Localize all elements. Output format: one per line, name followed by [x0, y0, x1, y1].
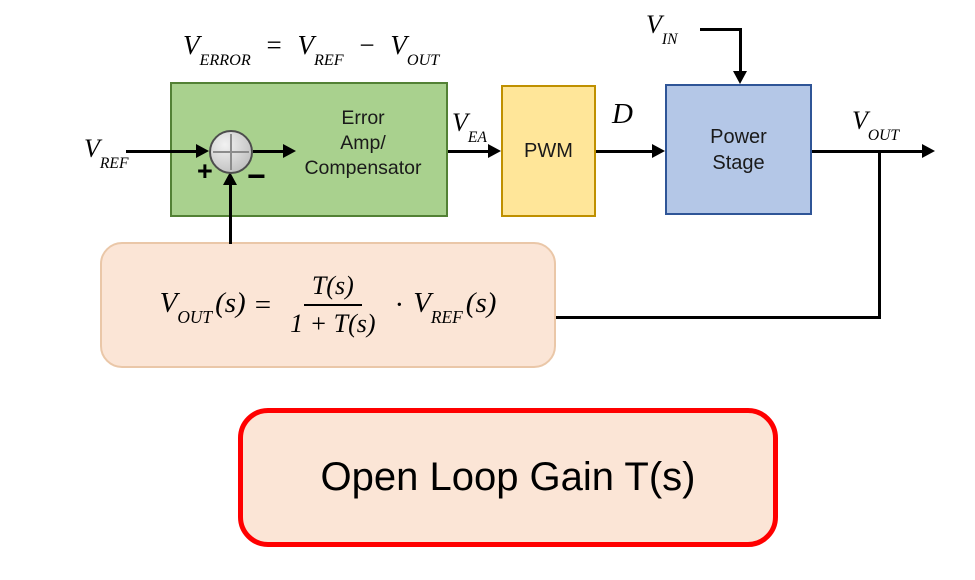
sum-output-arrowhead-icon — [283, 144, 296, 158]
var-base: V — [646, 10, 662, 39]
var-sub: OUT — [867, 126, 900, 144]
summing-junction-vertical-line — [230, 134, 232, 170]
feedback-line-horizontal — [556, 316, 880, 319]
vea-signal-label: VEA — [452, 108, 487, 146]
formula-term-verror: VERROR — [183, 30, 251, 69]
open-loop-gain-label: Open Loop Gain T(s) — [320, 455, 696, 499]
var-base: V — [852, 106, 868, 135]
power-stage-block: Power Stage — [665, 84, 812, 215]
vout-line — [812, 150, 924, 153]
duty-signal-label: D — [612, 98, 633, 131]
power-stage-label-line2: Stage — [712, 151, 765, 174]
duty-line — [596, 150, 654, 153]
var-sub: REF — [313, 50, 344, 69]
var-base: V — [159, 286, 178, 319]
var-arg: (s) — [465, 286, 497, 319]
var-base: V — [452, 108, 468, 137]
formula-term-vout: VOUT — [390, 30, 439, 69]
error-voltage-formula: VERROR = VREF − VOUT — [183, 30, 439, 69]
var-base: V — [183, 30, 200, 60]
plus-sign: + — [197, 156, 213, 186]
var-base: V — [84, 134, 100, 163]
equals-sign: = — [266, 30, 282, 60]
vref-arrowhead-icon — [196, 144, 209, 158]
pwm-label: PWM — [524, 140, 573, 162]
var-sub: REF — [430, 307, 463, 328]
vin-arrowhead-icon — [733, 71, 747, 84]
pwm-block: PWM — [501, 85, 596, 217]
var-arg: (s) — [215, 286, 246, 319]
feedback-line-right — [878, 152, 881, 319]
formula-fraction: T(s) 1 + T(s) — [290, 271, 375, 339]
vref-signal-label: VREF — [84, 134, 128, 172]
vin-signal-label: VIN — [646, 10, 677, 48]
vin-line-horizontal — [700, 28, 742, 31]
formula-lhs-vout: VOUT(s) — [159, 286, 246, 328]
error-amp-label-line1: Error — [341, 107, 385, 129]
multiplication-dot: · — [394, 288, 405, 321]
minus-sign: − — [359, 30, 375, 60]
var-sub: ERROR — [199, 50, 251, 69]
vea-line — [448, 150, 490, 153]
var-sub: REF — [99, 154, 129, 172]
formula-rhs-vref: VREF(s) — [413, 286, 497, 328]
closed-loop-formula: VOUT(s) = T(s) 1 + T(s) · VREF(s) — [160, 271, 497, 339]
summing-junction — [209, 130, 253, 174]
power-stage-label: Power Stage — [710, 124, 767, 176]
error-amp-label-line2: Amp/ — [340, 132, 386, 154]
vout-arrowhead-icon — [922, 144, 935, 158]
duty-arrowhead-icon — [652, 144, 665, 158]
var-base: V — [390, 30, 407, 60]
vref-line — [126, 150, 198, 153]
var-sub: EA — [467, 128, 487, 146]
feedback-arrowhead-icon — [223, 172, 237, 185]
equals-sign: = — [254, 288, 272, 321]
fraction-denominator: 1 + T(s) — [290, 309, 376, 338]
minus-sign: − — [247, 158, 266, 194]
error-amp-label: Error Amp/ Compensator — [278, 106, 448, 181]
power-stage-label-line1: Power — [710, 125, 767, 148]
var-base: V — [413, 286, 431, 319]
var-sub: OUT — [406, 50, 440, 69]
error-amp-label-line3: Compensator — [304, 157, 422, 179]
open-loop-gain-box: Open Loop Gain T(s) — [238, 408, 778, 547]
var-sub: OUT — [177, 307, 213, 328]
var-sub: IN — [661, 30, 678, 48]
fraction-numerator: T(s) — [303, 271, 362, 306]
vin-line-vertical — [739, 28, 742, 72]
vea-arrowhead-icon — [488, 144, 501, 158]
var-base: V — [297, 30, 314, 60]
formula-term-vref: VREF — [297, 30, 343, 69]
closed-loop-formula-box: VOUT(s) = T(s) 1 + T(s) · VREF(s) — [100, 242, 556, 368]
vout-signal-label: VOUT — [852, 106, 899, 144]
var-base: D — [612, 98, 633, 130]
sum-output-line — [253, 150, 285, 153]
feedback-line-left — [229, 184, 232, 244]
